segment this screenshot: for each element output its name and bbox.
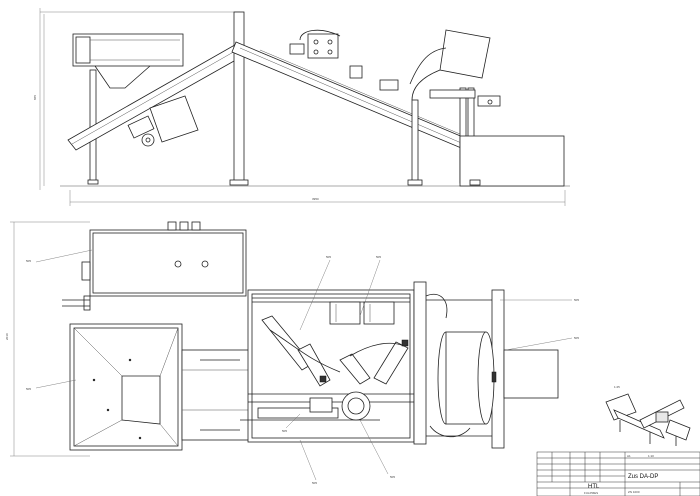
company-sub: FULPMES xyxy=(584,491,598,495)
callout-8: 505 xyxy=(390,475,395,479)
hopper-box xyxy=(72,33,184,67)
dim-side-height: 865 xyxy=(33,95,37,100)
feeder-section xyxy=(181,349,253,441)
top-view xyxy=(10,221,559,457)
rotary-table xyxy=(341,391,371,421)
iso-scale: 1:25 xyxy=(614,385,620,389)
tool-plate xyxy=(307,33,339,59)
gripper-arm-2 xyxy=(339,353,371,385)
center-column xyxy=(233,11,245,185)
callout-7: 505 xyxy=(282,429,287,433)
motor-housing-right xyxy=(439,29,491,79)
dim-side-length: 3950 xyxy=(312,197,319,201)
side-view xyxy=(39,8,570,206)
discharge-plate xyxy=(503,349,559,399)
sheet-size: A1 xyxy=(627,454,631,458)
callout-2: 505 xyxy=(26,387,31,391)
isometric-view xyxy=(605,393,691,446)
callout-3: 505 xyxy=(326,255,331,259)
company-name: HTL xyxy=(588,484,600,490)
title-block xyxy=(536,451,700,496)
callouts xyxy=(35,249,573,481)
post-left xyxy=(413,281,427,445)
callout-9: 505 xyxy=(312,481,317,485)
collection-bin xyxy=(459,135,565,187)
upper-housing xyxy=(89,229,247,297)
hopper-top-view xyxy=(69,323,183,451)
drive-motor xyxy=(149,95,199,143)
leg-right xyxy=(411,99,419,183)
tool-unit-1 xyxy=(329,301,361,325)
dim-top-height: 2010 xyxy=(5,333,9,340)
tool-unit-2 xyxy=(363,301,395,325)
drawing-title: Zus DA-DP xyxy=(628,474,658,480)
callout-1: 505 xyxy=(26,259,31,263)
callout-4: 505 xyxy=(376,255,381,259)
drawing-number: ZN 1000 xyxy=(628,490,640,494)
drawing-scale: 1:10 xyxy=(648,454,654,458)
callout-5: 505 xyxy=(574,298,579,302)
callout-6: 505 xyxy=(574,336,579,340)
